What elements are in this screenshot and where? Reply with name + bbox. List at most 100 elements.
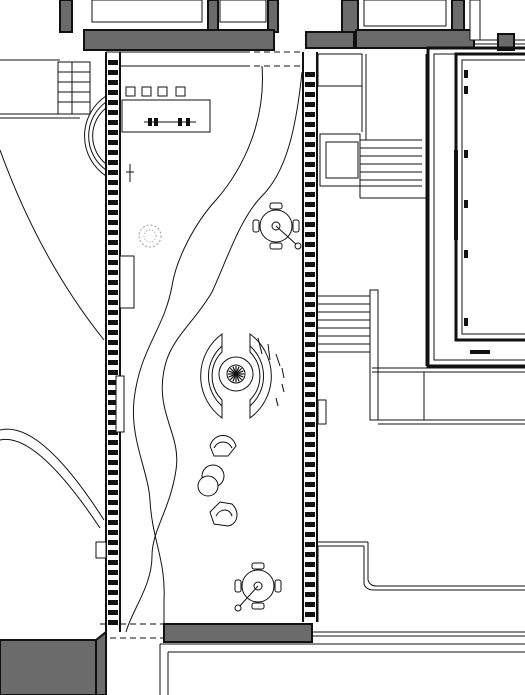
wall-tooth [305, 112, 315, 117]
shrub-icon [138, 224, 162, 248]
planter-box [175, 86, 186, 97]
wall-tooth [305, 512, 315, 517]
wall-tooth [108, 280, 118, 285]
wall-tooth [108, 600, 118, 605]
wall-tooth [305, 522, 315, 527]
wall-tooth [305, 292, 315, 297]
lounge-chair [209, 501, 238, 527]
lounge-chair [209, 435, 237, 457]
top-building [59, 0, 525, 51]
wall-tooth [108, 240, 118, 245]
wall-tooth [108, 210, 118, 215]
wall-tooth [108, 130, 118, 135]
wall-tooth [305, 532, 315, 537]
wall-tooth [305, 202, 315, 207]
wall-tooth [305, 392, 315, 397]
fire-pit-seating [200, 333, 285, 419]
wall-tooth [305, 142, 315, 147]
wall-tooth [108, 440, 118, 445]
courtyard-walls [100, 51, 318, 639]
wall-tooth [305, 252, 315, 257]
wall-tooth [305, 462, 315, 467]
wall-tooth [305, 282, 315, 287]
chair [234, 579, 242, 593]
wall-tooth [108, 260, 118, 265]
wall-tooth [108, 420, 118, 425]
wall-tooth [305, 542, 315, 547]
wall-tooth [305, 262, 315, 267]
wall-tooth [305, 412, 315, 417]
wall-tooth [108, 250, 118, 255]
wall-tooth [108, 160, 118, 165]
wall-tooth [305, 162, 315, 167]
wall-tooth [108, 170, 118, 175]
wall-tooth [305, 402, 315, 407]
chair [292, 219, 300, 233]
chair [269, 202, 283, 210]
wall-tooth [305, 102, 315, 107]
wall-tooth [108, 390, 118, 395]
wall-tooth [305, 352, 315, 357]
wall-tooth [305, 452, 315, 457]
chair [251, 602, 265, 610]
wall-tooth [305, 362, 315, 367]
wall-tooth [108, 510, 118, 515]
wall-tooth [108, 470, 118, 475]
wall-tooth [305, 592, 315, 597]
wall-tooth [305, 72, 315, 77]
wall-tooth [305, 82, 315, 87]
wall-tooth [108, 80, 118, 85]
wall-tooth [305, 312, 315, 317]
curved-bench [249, 333, 272, 419]
wall-tooth [108, 450, 118, 455]
left-wall-hatching [108, 60, 118, 625]
wall-tooth [305, 472, 315, 477]
wall-tooth [305, 272, 315, 277]
wall-tooth [305, 552, 315, 557]
wall-tooth [305, 342, 315, 347]
wall-tooth [108, 180, 118, 185]
wall-tooth [108, 220, 118, 225]
wall-tooth [305, 482, 315, 487]
wall-tooth [108, 150, 118, 155]
wall-tooth [108, 140, 118, 145]
wall-tooth [305, 382, 315, 387]
wall-tooth [305, 302, 315, 307]
planter-box [125, 86, 136, 97]
wall-tooth [305, 172, 315, 177]
dining-set [234, 562, 282, 612]
counter [121, 99, 211, 133]
wall-tooth [305, 182, 315, 187]
wall-tooth [108, 320, 118, 325]
curved-bench [200, 333, 223, 419]
wall-tooth [108, 500, 118, 505]
planter-box [157, 86, 168, 97]
dining-sets [234, 202, 302, 612]
planter-box [141, 86, 152, 97]
wall-tooth [108, 410, 118, 415]
wall-tooth [108, 460, 118, 465]
chair [274, 579, 282, 593]
wall-tooth [305, 372, 315, 377]
wall-tooth [305, 422, 315, 427]
wall-tooth [305, 562, 315, 567]
wall-tooth [305, 222, 315, 227]
wall-tooth [305, 612, 315, 617]
wall-tooth [108, 490, 118, 495]
wall-tooth [305, 572, 315, 577]
wall-tooth [108, 570, 118, 575]
right-exterior [317, 46, 525, 622]
courtyard-interior [119, 65, 303, 633]
wall-tooth [108, 560, 118, 565]
wall-tooth [108, 350, 118, 355]
wall-tooth [305, 192, 315, 197]
wall-tooth [108, 290, 118, 295]
wall-tooth [305, 582, 315, 587]
wall-tooth [108, 270, 118, 275]
wall-tooth [108, 190, 118, 195]
wall-tooth [108, 430, 118, 435]
wall-tooth [108, 110, 118, 115]
wall-tooth [108, 340, 118, 345]
wall-tooth [305, 502, 315, 507]
wall-tooth [108, 400, 118, 405]
